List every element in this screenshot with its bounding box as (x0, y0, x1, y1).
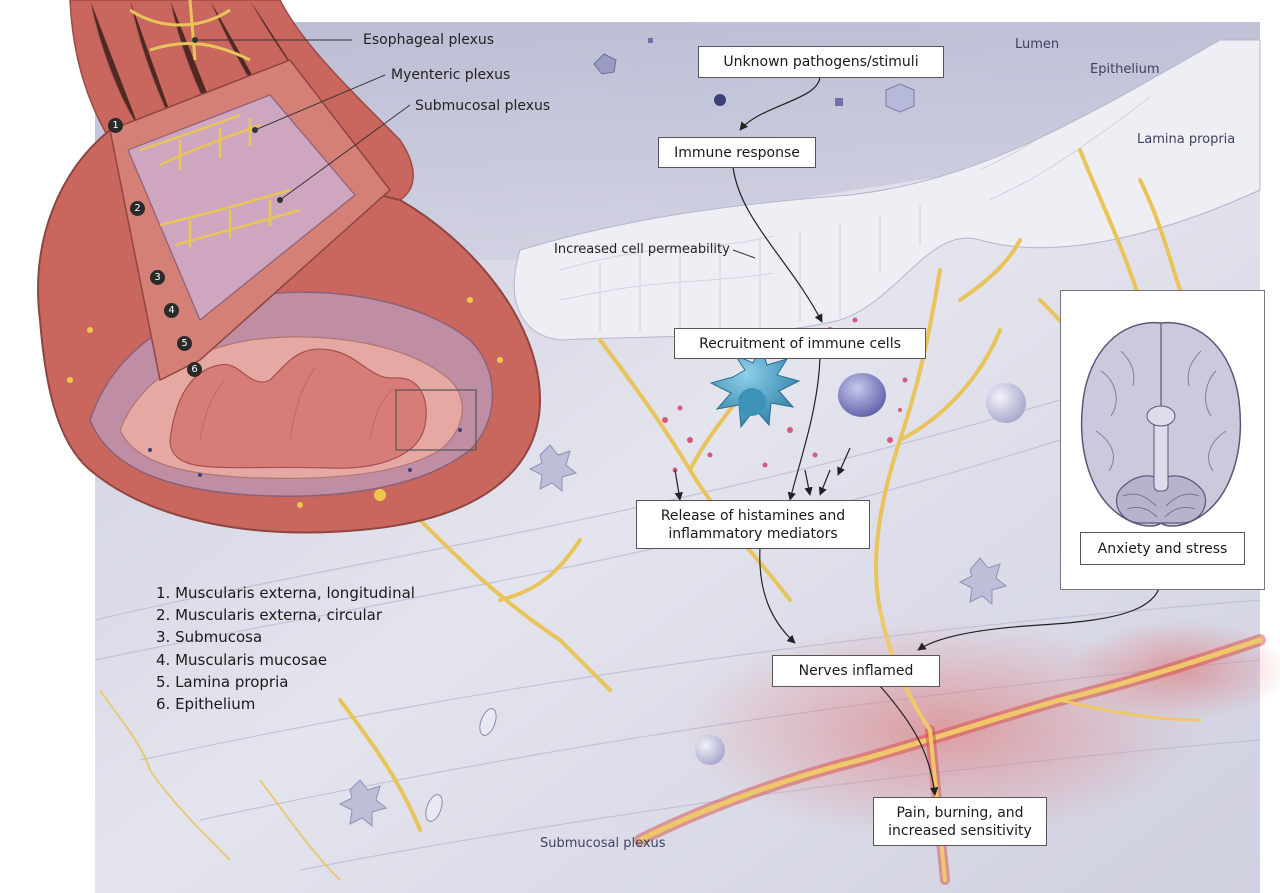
layer-number-4: 4 (164, 303, 179, 318)
nerves-inflamed-box: Nerves inflamed (772, 655, 940, 687)
resting-cell-2 (958, 557, 1008, 606)
epithelium-layer (513, 39, 1261, 341)
brain-icon (1080, 321, 1242, 527)
lumen-label: Lumen (1015, 37, 1060, 52)
pathogens (593, 38, 915, 113)
recruitment-box: Recruitment of immune cells (674, 328, 926, 359)
layer-number-6: 6 (187, 362, 202, 377)
pathogens-box: Unknown pathogens/stimuli (698, 46, 944, 78)
lamina-propria-label: Lamina propria (1137, 132, 1236, 147)
layer-number-2: 2 (130, 201, 145, 216)
layer-number-5: 5 (177, 336, 192, 351)
label-leaders (195, 39, 756, 259)
resting-cell-1 (528, 444, 578, 493)
mast-cell (986, 383, 1026, 423)
layer-number-1: 1 (108, 118, 123, 133)
anxiety-box: Anxiety and stress (1080, 532, 1245, 565)
nerve-fibers (338, 148, 1182, 832)
cell-permeability-label: Increased cell permeability (554, 242, 730, 257)
lymphocyte (838, 373, 886, 417)
immune-response-box: Immune response (658, 137, 816, 168)
submucosal-plexus-tissue-label: Submucosal plexus (540, 836, 666, 851)
layer-number-3: 3 (150, 270, 165, 285)
legend-item: 3. Submucosa (156, 628, 263, 647)
pain-box: Pain, burning, and increased sensitivity (873, 797, 1047, 846)
legend-item: 6. Epithelium (156, 695, 256, 714)
zoom-box (395, 389, 477, 451)
legend-item: 2. Muscularis externa, circular (156, 606, 382, 625)
layer-legend: 1. Muscularis externa, longitudinal 2. M… (156, 582, 415, 715)
myenteric-plexus-label: Myenteric plexus (391, 67, 511, 83)
esophageal-plexus-label: Esophageal plexus (363, 32, 495, 48)
legend-item: 4. Muscularis mucosae (156, 650, 328, 669)
flow-arrows (674, 75, 1162, 796)
legend-item: 1. Muscularis externa, longitudinal (156, 584, 415, 602)
submucosal-plexus-label: Submucosal plexus (415, 98, 551, 114)
legend-item: 5. Lamina propria (156, 672, 289, 691)
release-box: Release of histamines and inflammatory m… (636, 500, 870, 549)
epithelium-label: Epithelium (1090, 62, 1160, 77)
